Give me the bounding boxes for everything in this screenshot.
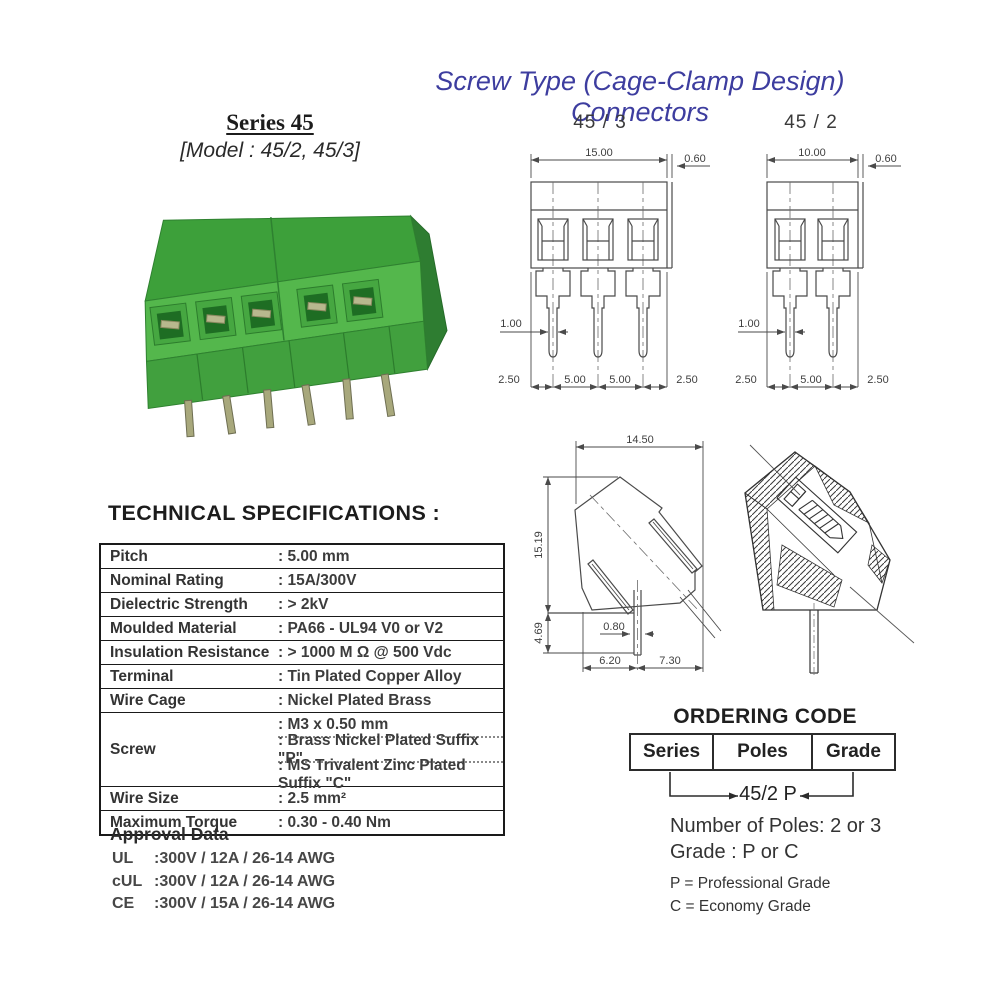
dimension-label: 2.50	[867, 374, 888, 386]
approval-row-cul: cUL :300V / 12A / 26-14 AWG	[112, 871, 335, 894]
page-title: Screw Type (Cage-Clamp Design) Connector…	[435, 66, 845, 127]
front-view-45-2-drawing: 10.00 0.60 1.00 2.50 5.00 2.50	[735, 147, 901, 390]
spec-value: : M3 x 0.50 mm	[278, 715, 389, 733]
spec-label: Nominal Rating	[110, 571, 224, 589]
ordering-legend-economy: C = Economy Grade	[670, 897, 811, 915]
spec-value: : 15A/300V	[278, 571, 357, 589]
dimension-label: 15.19	[533, 531, 545, 559]
spec-label: Moulded Material	[110, 619, 237, 637]
ordering-notes: Number of Poles: 2 or 3 Grade : P or C	[670, 813, 881, 865]
spec-row-wire-size: Wire Size : 2.5 mm²	[101, 786, 503, 810]
series-title: Series 45	[226, 110, 314, 135]
ordering-column-poles: Poles	[712, 735, 811, 769]
product-photo	[144, 214, 448, 438]
dimension-label: 2.50	[676, 374, 697, 386]
spec-label: Wire Cage	[110, 691, 186, 709]
spec-row-dielectric-strength: Dielectric Strength : > 2kV	[101, 592, 503, 616]
spec-value: : > 1000 M Ω @ 500 Vdc	[278, 643, 452, 661]
dimension-label: 0.60	[875, 153, 896, 165]
screw-cells	[149, 278, 384, 346]
dimension-label: 1.00	[738, 318, 759, 330]
series-block: Series 45 [Model : 45/2, 45/3]	[150, 110, 390, 163]
ordering-legend-professional: P = Professional Grade	[670, 875, 831, 892]
drawing-label-45-2: 45 / 2	[784, 112, 838, 133]
ordering-arrows	[669, 772, 854, 800]
spec-value: : 5.00 mm	[278, 547, 350, 565]
approval-agency: CE	[112, 895, 135, 913]
approval-agency: UL	[112, 850, 134, 868]
model-subtitle: [Model : 45/2, 45/3]	[180, 139, 360, 162]
cutaway-section-drawing	[744, 444, 915, 677]
spec-value: : Tin Plated Copper Alloy	[278, 667, 462, 685]
approval-value: :300V / 15A / 26-14 AWG	[154, 895, 336, 913]
approval-value: :300V / 12A / 26-14 AWG	[154, 850, 336, 868]
ordering-table: Series Poles Grade	[629, 733, 896, 771]
ordering-example-code: 45/2 P	[739, 783, 797, 805]
specs-table: Pitch : 5.00 mm Nominal Rating : 15A/300…	[99, 543, 505, 836]
spec-row-maximum-torque: Maximum Torque : 0.30 - 0.40 Nm	[101, 810, 503, 834]
dimension-label: 5.00	[800, 374, 821, 386]
spec-label: Wire Size	[110, 789, 179, 807]
side-view-drawing: 14.50 15.19 4.69 0.80 6.20 7.30	[533, 434, 722, 672]
spec-value: : Nickel Plated Brass	[278, 691, 432, 709]
approval-row-ce: CE :300V / 15A / 26-14 AWG	[112, 893, 335, 916]
dimension-label: 0.80	[603, 621, 624, 633]
ordering-legend: P = Professional Grade C = Economy Grade	[670, 873, 830, 918]
dimension-label: 2.50	[735, 374, 756, 386]
specs-heading: TECHNICAL SPECIFICATIONS :	[108, 501, 441, 525]
spec-label: Screw	[110, 740, 156, 758]
dimension-label: 6.20	[599, 655, 620, 667]
front-view-45-3-drawing: 15.00 0.60 1.00 2.50 5.00 5.00 2.50	[498, 147, 710, 390]
ordering-column-grade: Grade	[811, 735, 894, 769]
dimension-label: 5.00	[609, 374, 630, 386]
spec-row-insulation-resistance: Insulation Resistance : > 1000 M Ω @ 500…	[101, 640, 503, 664]
ordering-heading: ORDERING CODE	[673, 705, 857, 728]
dimension-label: 0.60	[684, 153, 705, 165]
spec-value: : 0.30 - 0.40 Nm	[278, 813, 391, 831]
dimension-label: 1.00	[500, 318, 521, 330]
dimension-label: 7.30	[659, 655, 680, 667]
spec-label: Maximum Torque	[110, 813, 238, 831]
spec-label: Dielectric Strength	[110, 595, 248, 613]
spec-label: Insulation Resistance	[110, 643, 270, 661]
dimension-label: 14.50	[626, 434, 654, 446]
dimension-label: 10.00	[798, 147, 826, 159]
dimension-label: 15.00	[585, 147, 613, 159]
drawing-label-45-3: 45 / 3	[573, 112, 627, 133]
dimension-label: 2.50	[498, 374, 519, 386]
approval-heading: Approval Data	[110, 824, 229, 844]
spec-row-wire-cage: Wire Cage : Nickel Plated Brass	[101, 688, 503, 712]
spec-label: Terminal	[110, 667, 174, 685]
spec-row-nominal-rating: Nominal Rating : 15A/300V	[101, 568, 503, 592]
approval-row-ul: UL :300V / 12A / 26-14 AWG	[112, 848, 335, 871]
ordering-column-series: Series	[642, 741, 701, 762]
approval-value: :300V / 12A / 26-14 AWG	[154, 872, 336, 890]
spec-row-terminal: Terminal : Tin Plated Copper Alloy	[101, 664, 503, 688]
ordering-note-poles: Number of Poles: 2 or 3	[670, 815, 882, 837]
screw-cutaway	[776, 476, 858, 554]
spec-value: : PA66 - UL94 V0 or V2	[278, 619, 444, 637]
spec-value: : MS Trivalent Zinc Plated Suffix "C"	[278, 757, 503, 792]
spec-value: : 2.5 mm²	[278, 789, 347, 807]
spec-row-pitch: Pitch : 5.00 mm	[101, 545, 503, 568]
spec-value: : > 2kV	[278, 595, 329, 613]
approval-rows: UL :300V / 12A / 26-14 AWG cUL :300V / 1…	[112, 848, 335, 916]
spec-row-screw: Screw : M3 x 0.50 mm : Brass Nickel Plat…	[101, 712, 503, 792]
dimension-label: 4.69	[533, 622, 545, 643]
spec-label: Pitch	[110, 547, 148, 565]
ordering-note-grade: Grade : P or C	[670, 841, 799, 863]
dimension-label: 5.00	[564, 374, 585, 386]
approval-agency: cUL	[112, 872, 143, 890]
spec-row-moulded-material: Moulded Material : PA66 - UL94 V0 or V2	[101, 616, 503, 640]
